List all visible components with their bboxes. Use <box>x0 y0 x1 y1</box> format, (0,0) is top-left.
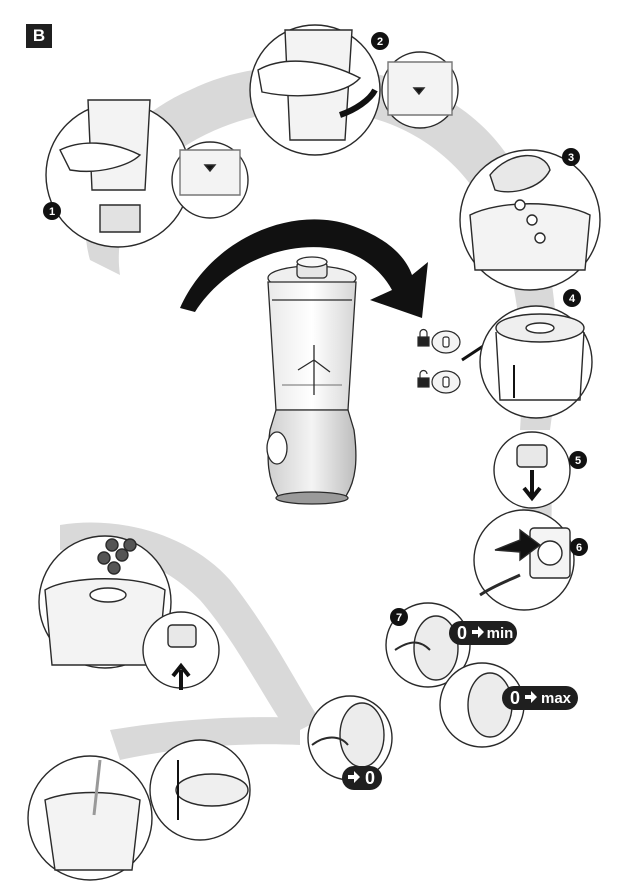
step-badge-1-label: 1 <box>49 206 55 218</box>
step-badge-3-label: 3 <box>568 152 574 164</box>
step-badge-3: 3 <box>562 148 580 166</box>
step-3-illustration <box>460 150 600 290</box>
off-to-text: 0 <box>365 768 375 788</box>
step-badge-6-label: 6 <box>576 542 582 554</box>
step-badge-2: 2 <box>371 32 389 50</box>
max-to-text: max <box>541 690 572 707</box>
min-speed-label: 0 min <box>449 621 517 645</box>
step-badge-5-label: 5 <box>575 455 581 467</box>
step-badge-4-label: 4 <box>569 293 576 305</box>
step-badge-4: 4 <box>563 289 581 307</box>
max-speed-label: 0 max <box>502 686 578 710</box>
step-badge-7-label: 7 <box>396 612 402 624</box>
min-to-text: min <box>487 625 514 642</box>
step-badge-1: 1 <box>43 202 61 220</box>
off-speed-label: 0 <box>342 766 382 790</box>
max-from-text: 0 <box>510 688 520 708</box>
step-6-illustration <box>474 510 574 610</box>
step-5-illustration <box>494 432 570 508</box>
step-badge-2-label: 2 <box>377 36 383 48</box>
min-from-text: 0 <box>457 623 467 643</box>
step-badge-6: 6 <box>570 538 588 556</box>
step-4-illustration <box>480 306 592 418</box>
pour-illustration <box>28 740 250 880</box>
step-badge-5: 5 <box>569 451 587 469</box>
blender-illustration <box>267 257 356 504</box>
step-badge-7: 7 <box>390 608 408 626</box>
